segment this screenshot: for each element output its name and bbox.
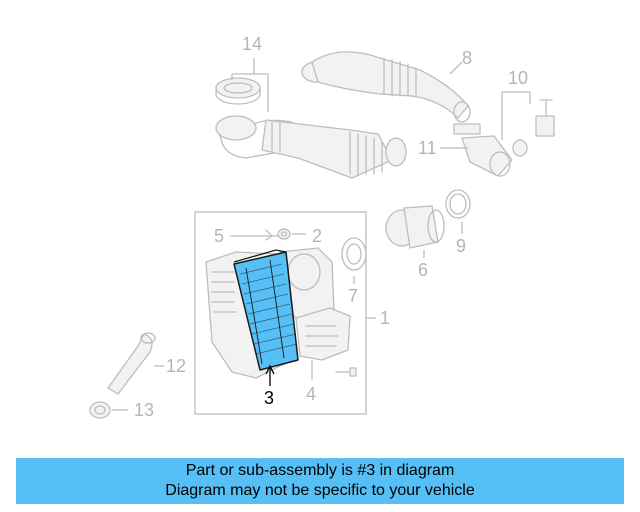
callout-8: 8 [462,48,472,68]
banner-line-2: Diagram may not be specific to your vehi… [165,482,475,499]
callout-4: 4 [306,384,316,404]
callout-5: 5 [214,226,224,246]
callout-14: 14 [242,34,262,54]
part-7-seal [341,237,367,271]
callout-7: 7 [348,286,358,306]
part-2-grommet [277,228,291,240]
callout-11: 11 [418,138,437,158]
callout-3: 3 [264,388,274,408]
part-5-bracket [247,229,279,241]
callout-13: 13 [134,400,154,420]
part-11-coupler [453,123,513,177]
part-9-clamp [445,189,471,219]
info-banner: Part or sub-assembly is #3 in diagram Di… [16,458,624,504]
part-8-hose [301,51,471,123]
part-12-hose [107,332,156,395]
part-13-clamp [89,401,111,419]
part-4-bolt [335,367,357,377]
callout-9: 9 [456,236,466,256]
callout-10: 10 [508,68,528,88]
part-10-sensors [512,99,555,157]
callout-3-leader [265,364,275,386]
callout-1: 1 [380,308,390,328]
part-6-sensor [385,205,445,249]
parts-diagram: 14 8 10 11 6 [89,34,555,420]
intake-hose-lower [215,115,407,179]
banner-line-1: Part or sub-assembly is #3 in diagram [185,462,455,479]
part-3-air-filter [233,249,299,371]
callout-12: 12 [166,356,186,376]
assembly-box [194,211,367,415]
callout-2: 2 [312,226,322,246]
part-14-cap [215,77,261,105]
callout-6: 6 [418,260,428,280]
